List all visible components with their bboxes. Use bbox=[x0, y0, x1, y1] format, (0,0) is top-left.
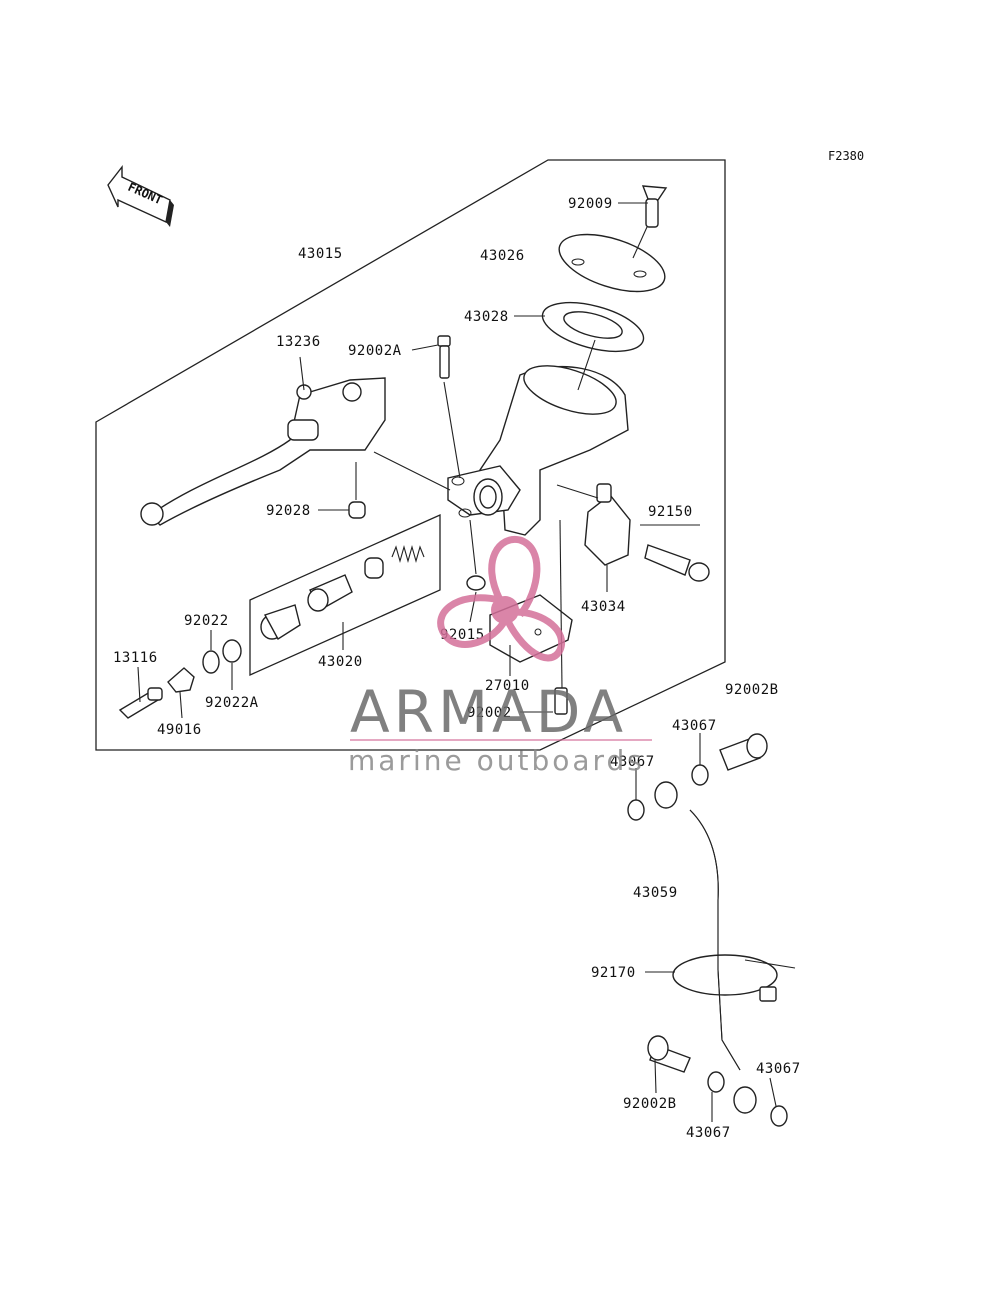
label-43020: 43020 bbox=[318, 654, 363, 670]
label-92002B-top: 92002B bbox=[725, 682, 779, 698]
ring-92022 bbox=[202, 650, 220, 674]
ring-92022A bbox=[222, 639, 242, 663]
washer-43067-c bbox=[707, 1071, 725, 1093]
screw-92002 bbox=[554, 687, 568, 715]
label-27010: 27010 bbox=[485, 678, 530, 694]
washer-43067-b bbox=[627, 799, 645, 821]
label-43067-b: 43067 bbox=[610, 754, 655, 770]
bolt-92002A bbox=[437, 335, 451, 379]
boot-49016 bbox=[167, 667, 195, 693]
watermark-tagline: marine outboards bbox=[348, 744, 645, 777]
piston-kit-box bbox=[249, 513, 441, 677]
piston-parts-43020 bbox=[260, 557, 384, 640]
clutch-lever-13236 bbox=[140, 377, 386, 526]
brake-hose-43059 bbox=[654, 781, 757, 1114]
washer-43067-d bbox=[770, 1105, 788, 1127]
label-92150: 92150 bbox=[648, 504, 693, 520]
leader-lines bbox=[137, 202, 777, 1122]
hose-clamp-92170 bbox=[672, 954, 796, 1002]
banjo-bolt-92002B-top bbox=[719, 733, 768, 771]
master-cylinder-body bbox=[447, 365, 629, 536]
nut-92015 bbox=[466, 575, 486, 591]
label-43067-a: 43067 bbox=[672, 718, 717, 734]
front-arrow-icon: FRONT bbox=[107, 164, 174, 227]
screw-92009 bbox=[641, 185, 668, 228]
label-92002: 92002 bbox=[467, 705, 512, 721]
label-49016: 49016 bbox=[157, 722, 202, 738]
label-92028: 92028 bbox=[266, 503, 311, 519]
diaphragm-plate-43028 bbox=[541, 301, 645, 353]
label-92002A: 92002A bbox=[348, 343, 402, 359]
label-92170: 92170 bbox=[591, 965, 636, 981]
figure-code: F2380 bbox=[828, 149, 864, 163]
label-13236: 13236 bbox=[276, 334, 321, 350]
assembly-box-43015 bbox=[95, 159, 726, 751]
reservoir-cap-43026 bbox=[558, 233, 666, 293]
spring bbox=[391, 544, 425, 564]
label-92022A: 92022A bbox=[205, 695, 259, 711]
pushrod-13116 bbox=[118, 687, 163, 719]
label-92022: 92022 bbox=[184, 613, 229, 629]
label-43034: 43034 bbox=[581, 599, 626, 615]
label-13116: 13116 bbox=[113, 650, 158, 666]
clamp-43034 bbox=[584, 483, 631, 566]
label-43059: 43059 bbox=[633, 885, 678, 901]
label-92002B-bottom: 92002B bbox=[623, 1096, 677, 1112]
label-43067-c: 43067 bbox=[686, 1125, 731, 1141]
label-43026: 43026 bbox=[480, 248, 525, 264]
bushing-92028 bbox=[348, 501, 366, 519]
banjo-bolt-92002B-bottom bbox=[647, 1035, 691, 1073]
label-43028: 43028 bbox=[464, 309, 509, 325]
bolt-92150 bbox=[644, 544, 710, 582]
watermark-brand: ARMADA bbox=[350, 678, 627, 746]
armada-logo-icon bbox=[437, 535, 566, 662]
label-43067-d: 43067 bbox=[756, 1061, 801, 1077]
label-43015: 43015 bbox=[298, 246, 343, 262]
label-92009: 92009 bbox=[568, 196, 613, 212]
washer-43067-a bbox=[691, 764, 709, 786]
